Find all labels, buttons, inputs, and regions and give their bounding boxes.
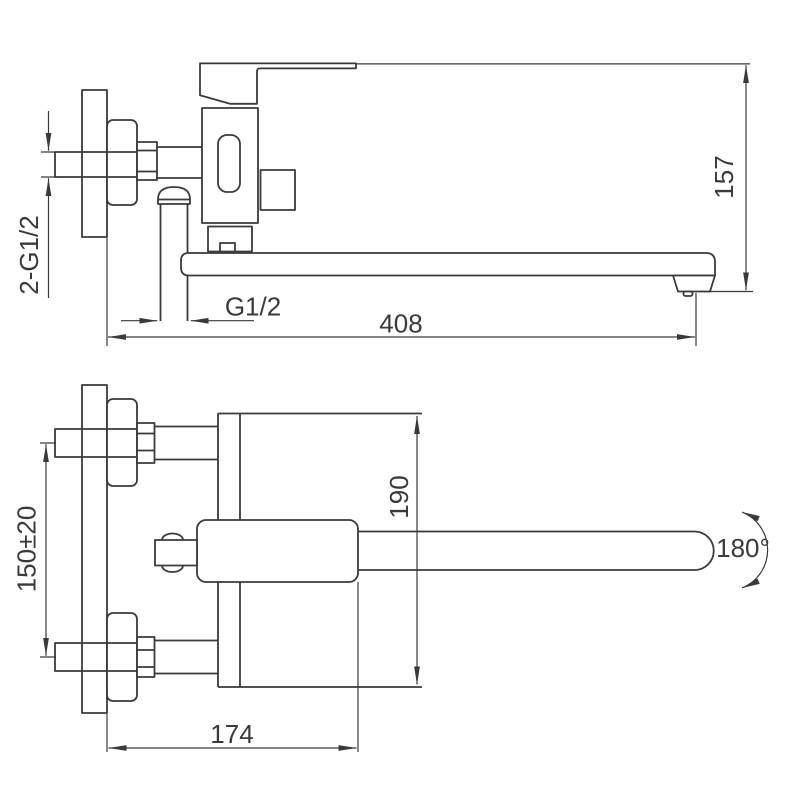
mounting-nut-upper xyxy=(136,422,156,464)
mounting-nut xyxy=(136,141,158,181)
aerator-nub xyxy=(682,290,694,297)
escutcheon-upper xyxy=(106,398,138,487)
side-view-drawing: 2-G1/2 G1/2 408 157 xyxy=(14,62,753,346)
swivel-arc xyxy=(741,511,769,589)
spout xyxy=(180,252,716,277)
connector-pipe-lower xyxy=(154,639,218,675)
dim-label-body-height: 190 xyxy=(384,475,414,518)
connector-pipe xyxy=(157,146,202,179)
pipe-through-lines-plan xyxy=(107,428,138,672)
spout-plan xyxy=(358,530,715,571)
dim-label-wall-offset: 174 xyxy=(210,719,253,749)
dim-connection-centers: 150±20 xyxy=(12,442,56,658)
plan-view-drawing: 190 150±20 174 180° xyxy=(12,384,770,752)
dim-spout-swivel: 180° xyxy=(716,511,770,589)
dim-label-spout-reach: 408 xyxy=(379,309,422,339)
lever-tip-bump-top xyxy=(161,532,184,541)
connector-pipe-upper xyxy=(154,425,218,461)
dim-label-spout-swivel: 180° xyxy=(716,533,770,563)
dim-label-overall-height: 157 xyxy=(709,155,739,198)
pipe-through-lines xyxy=(107,151,138,178)
handle-lever-plan xyxy=(196,519,359,583)
supply-pipe-section xyxy=(54,151,108,178)
dim-wall-offset: 174 xyxy=(106,582,359,752)
mounting-nut-lower xyxy=(136,636,156,678)
escutcheon xyxy=(106,119,138,206)
nut-facet-lines xyxy=(137,149,157,173)
dim-wall-connection-thread: 2-G1/2 xyxy=(14,111,57,298)
shower-outlet xyxy=(157,186,191,321)
eccentric-upper xyxy=(54,428,108,458)
dim-label-shower-outlet-thread: G1/2 xyxy=(225,292,281,322)
lever-tip-bump-bottom xyxy=(161,565,184,573)
dim-body-height: 190 xyxy=(384,416,420,685)
wall-section-hatch xyxy=(81,89,108,238)
aerator xyxy=(672,274,716,293)
dim-label-wall-connection-thread: 2-G1/2 xyxy=(14,215,44,295)
cartridge-cover xyxy=(217,134,241,193)
retainer-notch xyxy=(219,242,236,253)
handle-lever xyxy=(199,62,357,105)
lever-tip xyxy=(154,539,198,567)
escutcheon-lower xyxy=(106,612,138,702)
dim-overall-height: 157 xyxy=(356,63,753,293)
dim-spout-reach: 408 xyxy=(106,238,697,346)
wall-section-hatch-plan xyxy=(81,384,108,714)
dim-shower-outlet-thread: G1/2 xyxy=(121,292,281,324)
dim-label-connection-centers: 150±20 xyxy=(12,506,42,593)
eccentric-lower xyxy=(54,642,108,672)
diverter-button xyxy=(259,169,296,211)
